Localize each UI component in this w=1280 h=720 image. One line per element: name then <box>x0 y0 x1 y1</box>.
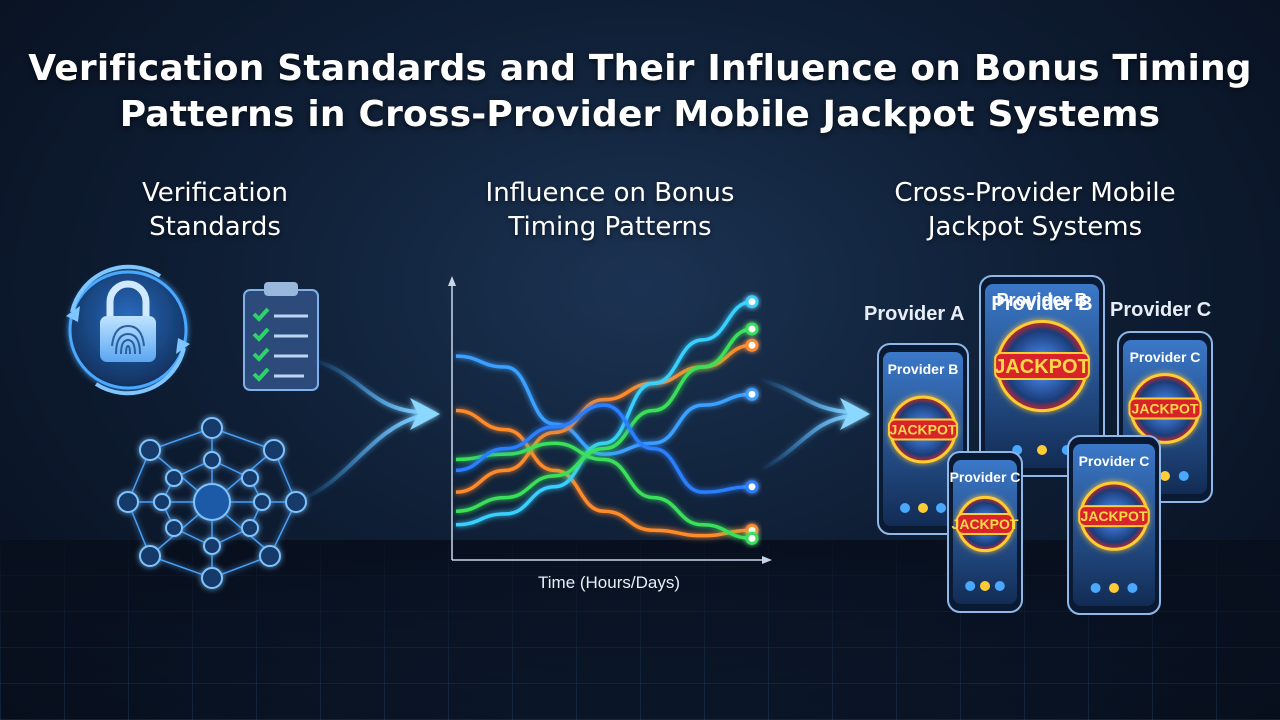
section-heading-verification: Verification Standards <box>90 176 340 244</box>
series-end-point-1 <box>745 387 759 401</box>
app-button-icon <box>1178 471 1189 481</box>
section-heading-jackpot: Cross-Provider Mobile Jackpot Systems <box>850 176 1220 244</box>
node-network-icon <box>117 417 307 589</box>
series-end-point-4 <box>745 295 759 309</box>
y-axis-arrowhead <box>448 276 456 286</box>
section-heading-line: Standards <box>149 212 281 242</box>
timing-chart: Time (Hours/Days) <box>448 276 772 592</box>
app-button-icon <box>1109 583 1119 593</box>
jackpot-badge: JACKPOT <box>890 422 957 438</box>
provider-label-a: Provider A <box>864 303 964 325</box>
app-button-icon <box>980 581 990 591</box>
app-button-icon <box>965 581 976 591</box>
phone-provider-label: Provider C <box>1079 453 1150 469</box>
series-line-2 <box>455 408 753 538</box>
jackpot-badge: JACKPOT <box>952 516 1019 532</box>
app-button-icon <box>1127 583 1138 593</box>
provider-label-c: Provider C <box>1110 299 1211 321</box>
series-line-7 <box>455 403 753 494</box>
series-line-1 <box>455 354 753 456</box>
jackpot-badge: JACKPOT <box>1081 508 1148 524</box>
app-button-icon <box>1090 583 1101 593</box>
series-line-4 <box>455 300 753 527</box>
series-line-6 <box>455 441 753 541</box>
checklist-icon <box>243 282 319 391</box>
phone-provider-4: Provider C JACKPOT <box>947 451 1023 613</box>
x-axis-label: Time (Hours/Days) <box>538 573 680 592</box>
section-heading-line: Verification <box>141 178 289 208</box>
fingerprint-lock-icon <box>66 264 190 396</box>
jackpot-badge: JACKPOT <box>1132 401 1199 417</box>
section-heading-line: Jackpot Systems <box>927 212 1143 242</box>
app-button-icon <box>1160 471 1170 481</box>
jackpot-badge: JACKPOT <box>994 356 1090 378</box>
flow-arrow-icon <box>759 378 870 472</box>
section-heading-line: Cross-Provider Mobile <box>894 178 1176 208</box>
section-heading-influence: Influence on Bonus Timing Patterns <box>440 176 780 244</box>
series-end-point-3 <box>745 338 759 352</box>
series-end-point-5 <box>745 322 759 336</box>
x-axis-arrowhead <box>762 556 772 564</box>
series-end-point-7 <box>745 480 759 494</box>
provider-label-b: Provider B <box>991 293 1092 315</box>
app-button-icon <box>1037 445 1047 455</box>
app-button-icon <box>994 581 1005 591</box>
app-button-icon <box>918 503 928 513</box>
series-line-5 <box>455 327 753 513</box>
page-title: Verification Standards and Their Influen… <box>0 46 1280 138</box>
series-end-point-6 <box>745 531 759 545</box>
provider-labels: Provider A Provider C <box>864 299 1211 325</box>
title-line-2: Patterns in Cross-Provider Mobile Jackpo… <box>119 94 1161 135</box>
phone-provider-1: Provider B JACKPOT <box>877 343 969 535</box>
phone-provider-5: Provider C JACKPOT <box>1067 435 1161 615</box>
phone-provider-label: Provider B <box>888 361 959 377</box>
section-heading-line: Timing Patterns <box>508 212 712 242</box>
phone-provider-label: Provider C <box>1130 349 1201 365</box>
app-button-icon <box>936 503 946 513</box>
phone-provider-label: Provider C <box>950 469 1021 485</box>
phone-provider-2: Provider B JACKPOT <box>979 275 1105 477</box>
app-button-icon <box>900 503 910 513</box>
phone-provider-label: Provider B <box>996 290 1087 310</box>
title-line-1: Verification Standards and Their Influen… <box>28 48 1252 89</box>
flow-arrow-icon <box>299 358 440 502</box>
section-heading-line: Influence on Bonus <box>485 178 735 208</box>
